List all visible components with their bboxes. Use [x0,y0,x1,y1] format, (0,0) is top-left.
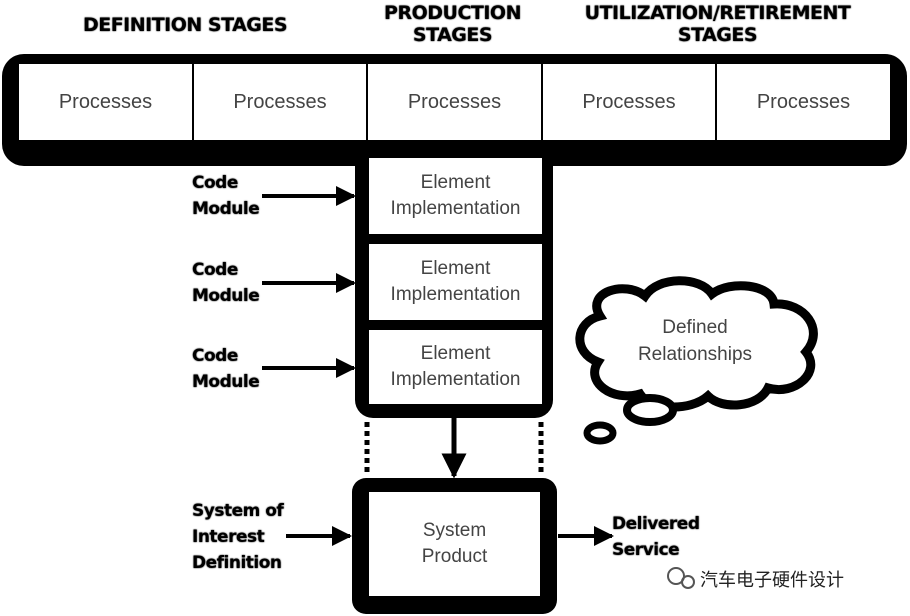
code-module-label-2: Code Module [192,257,260,309]
code-module-1-line2: Module [192,199,260,219]
production-stages-header: PRODUCTION STAGES [360,2,545,46]
system-product-box: System Product [369,492,540,596]
element-3-line1: Element [420,343,491,364]
production-header-line2: STAGES [412,24,493,46]
thought-bubble-small [583,421,617,445]
process-cell-2: Processes [194,64,366,140]
element-1-line1: Element [420,172,491,193]
system-of-interest-definition-label: System of Interest Definition [192,498,284,576]
system-product-line2: Product [421,546,488,567]
element-1-line2: Implementation [390,198,521,219]
system-input-line1: System of [192,501,284,521]
system-input-line2: Interest [192,527,265,547]
code-module-label-3: Code Module [192,343,260,395]
code-module-2-line1: Code [192,260,238,280]
code-module-3-line2: Module [192,372,260,392]
delivered-line2: Service [612,540,680,560]
process-cell-5: Processes [717,64,890,140]
cloud-line1: Defined [662,317,728,338]
element-implementation-1: Element Implementation [369,158,542,234]
delivered-line1: Delivered [612,514,700,534]
process-cell-1: Processes [19,64,192,140]
system-product-line1: System [422,520,487,541]
watermark-text: 汽车电子硬件设计 [700,570,844,591]
thought-cloud [575,276,818,445]
code-module-2-line2: Module [192,286,260,306]
production-header-line1: PRODUCTION [384,2,521,24]
defined-relationships-text: Defined Relationships [590,314,800,368]
element-2-line1: Element [420,258,491,279]
definition-stages-header: DEFINITION STAGES [82,14,288,36]
code-module-label-1: Code Module [192,170,260,222]
process-cell-3: Processes [368,64,541,140]
thought-cloud-shape [575,276,818,412]
utilization-header-line1: UTILIZATION/RETIREMENT [584,2,851,24]
wechat-logo-icon [667,567,695,589]
delivered-service-label: Delivered Service [612,511,700,563]
utilization-retirement-stages-header: UTILIZATION/RETIREMENT STAGES [565,2,870,46]
thought-bubble-medium [623,394,677,426]
element-implementation-2: Element Implementation [369,244,542,320]
utilization-header-line2: STAGES [677,24,758,46]
cloud-line2: Relationships [637,344,753,365]
process-cell-4: Processes [543,64,715,140]
code-module-1-line1: Code [192,173,238,193]
element-3-line2: Implementation [390,369,521,390]
code-module-3-line1: Code [192,346,238,366]
element-implementation-3: Element Implementation [369,330,542,404]
system-input-line3: Definition [192,553,282,573]
element-2-line2: Implementation [390,284,521,305]
